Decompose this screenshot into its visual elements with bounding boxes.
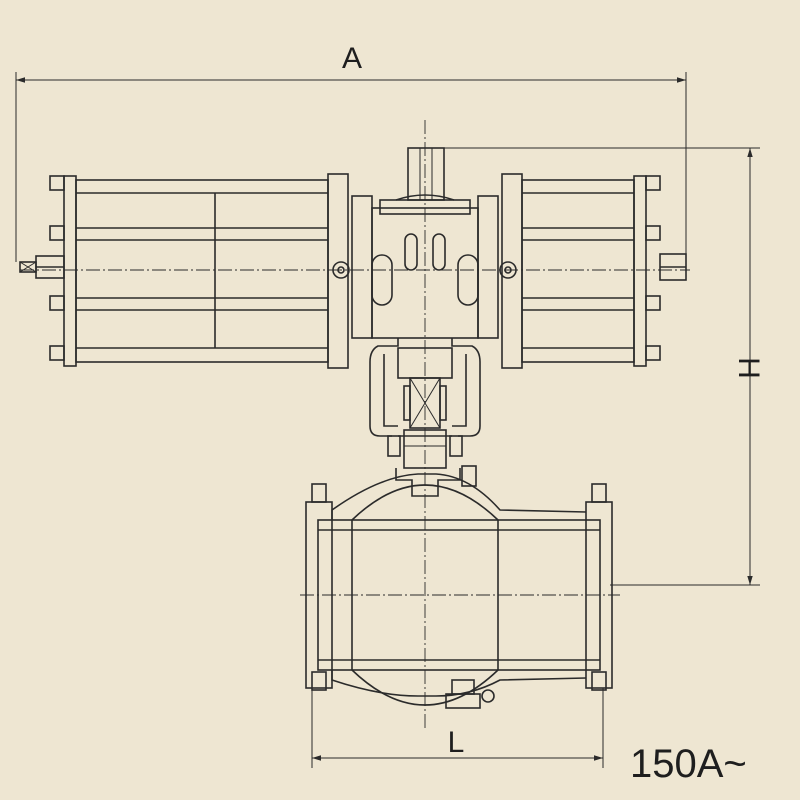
actuator-left-cylinder <box>19 173 350 369</box>
size-label: 150A~ <box>630 742 747 786</box>
center-lines <box>20 120 690 730</box>
dimension-l: L <box>311 688 604 768</box>
dimension-a-label: A <box>342 42 362 75</box>
dimension-h: H <box>435 147 765 586</box>
mounting-bracket <box>369 338 481 497</box>
valve-body <box>305 473 613 709</box>
dimension-l-label: L <box>448 726 465 759</box>
dimension-a: A <box>15 42 687 262</box>
dimension-h-label: H <box>732 357 765 379</box>
actuator-right-cylinder <box>499 173 687 369</box>
